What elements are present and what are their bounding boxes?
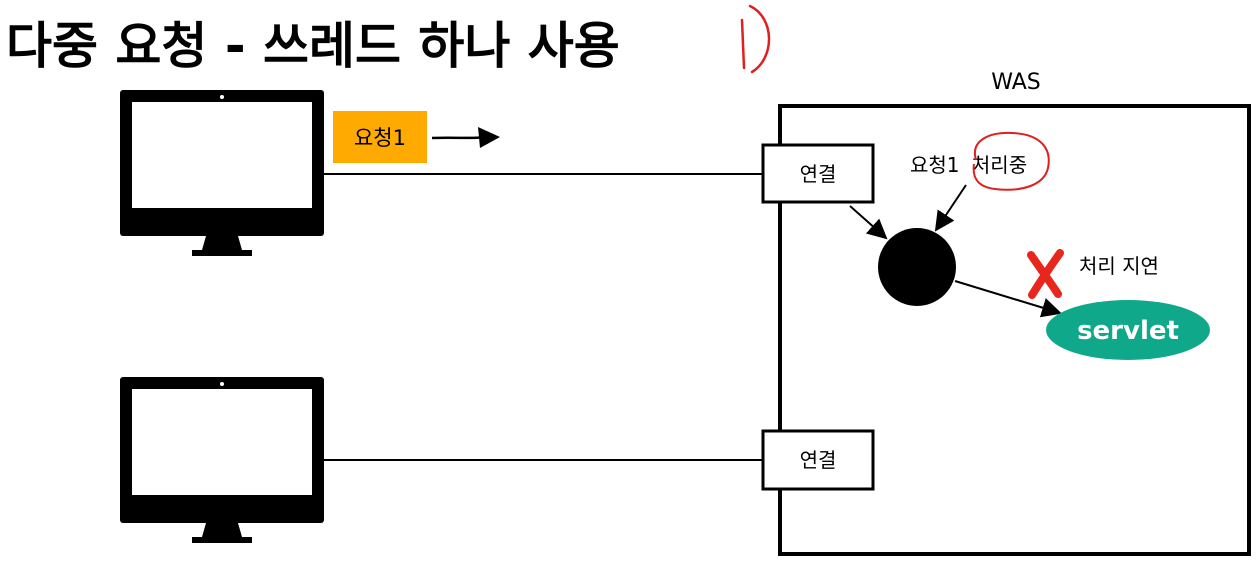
connection-box-bottom: 연결 xyxy=(761,429,875,491)
arrow-connection-to-thread xyxy=(849,205,888,240)
delay-cross-icon xyxy=(1027,249,1064,299)
request-arrow xyxy=(431,127,500,148)
delay-label: 처리 지연 xyxy=(1079,254,1159,278)
request-tag-label: 요청1 xyxy=(354,126,406,150)
arrow-thread-to-servlet xyxy=(954,280,1062,318)
connection-box-top: 연결 xyxy=(761,143,875,204)
thread-label: 요청1 처리중 xyxy=(910,153,1027,177)
was-container xyxy=(778,104,1251,556)
servlet-label: servlet xyxy=(1077,316,1179,346)
connection-box-bottom-label: 연결 xyxy=(800,448,837,472)
thread-circle xyxy=(878,228,956,306)
status-circle-annotation xyxy=(972,131,1050,191)
arrow-label-to-thread xyxy=(934,184,967,232)
thread-label-prefix: 요청1 xyxy=(910,153,960,177)
was-label: WAS xyxy=(991,70,1041,95)
thread-label-status: 처리중 xyxy=(972,153,1027,177)
request-tag: 요청1 xyxy=(333,111,427,163)
annotation-mark: 1) xyxy=(740,4,771,74)
client-monitor-top xyxy=(120,90,324,256)
connection-box-top-label: 연결 xyxy=(800,162,837,186)
servlet-node: servlet xyxy=(1046,300,1210,360)
client-monitor-bottom xyxy=(120,377,324,543)
page-title: 다중 요청 - 쓰레드 하나 사용 xyxy=(6,17,620,75)
